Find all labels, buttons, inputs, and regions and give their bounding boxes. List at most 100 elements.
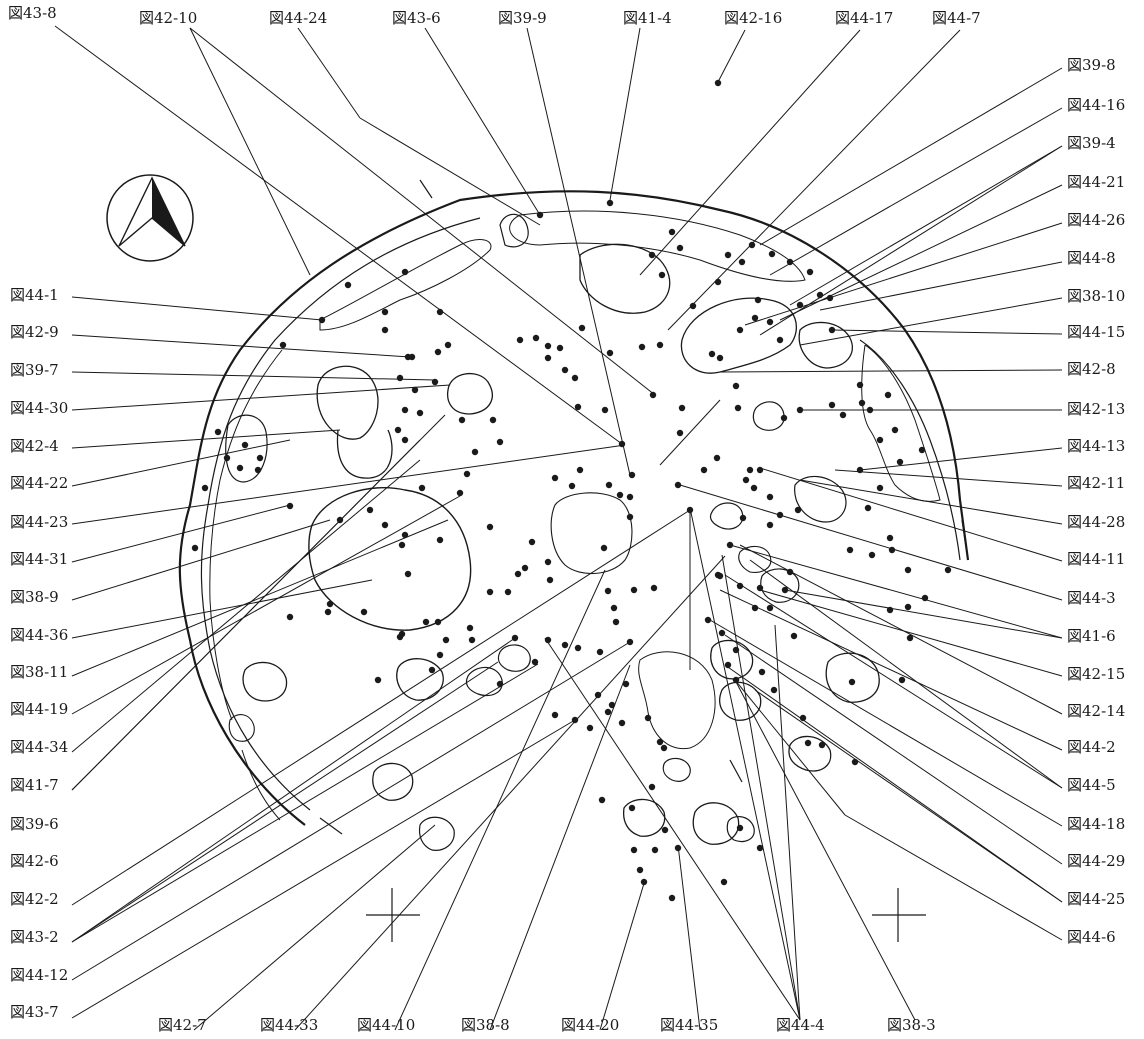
find-point bbox=[256, 454, 264, 462]
leader-line bbox=[819, 261, 1063, 311]
find-point bbox=[858, 399, 866, 407]
leader-line bbox=[724, 574, 1063, 789]
find-point bbox=[561, 641, 569, 649]
find-point bbox=[766, 318, 774, 326]
find-point bbox=[848, 678, 856, 686]
find-point bbox=[904, 603, 912, 611]
leader-line bbox=[679, 484, 1063, 601]
find-point bbox=[574, 403, 582, 411]
find-point bbox=[604, 587, 612, 595]
leader-line bbox=[799, 297, 1063, 346]
label-right-14: 図44-11 bbox=[1067, 550, 1126, 568]
find-point bbox=[851, 758, 859, 766]
find-point bbox=[888, 546, 896, 554]
find-point bbox=[896, 458, 904, 466]
find-point bbox=[628, 804, 636, 812]
find-point bbox=[561, 366, 569, 374]
find-point bbox=[336, 516, 344, 524]
label-left-11: 図38-11 bbox=[10, 663, 69, 681]
find-point bbox=[436, 651, 444, 659]
find-point bbox=[436, 536, 444, 544]
label-top-2: 図42-10 bbox=[139, 9, 198, 27]
leader-line bbox=[749, 559, 1063, 789]
find-point bbox=[360, 608, 368, 616]
find-point bbox=[344, 281, 352, 289]
find-point bbox=[496, 438, 504, 446]
find-point bbox=[780, 414, 788, 422]
leader-line bbox=[71, 661, 499, 943]
find-point bbox=[674, 844, 682, 852]
find-point bbox=[374, 676, 382, 684]
feature-g bbox=[680, 297, 798, 374]
label-left-17: 図42-2 bbox=[10, 890, 59, 908]
find-point bbox=[648, 251, 656, 259]
find-point bbox=[279, 341, 287, 349]
leader-line bbox=[71, 414, 446, 791]
leader-line bbox=[719, 589, 1063, 751]
find-point bbox=[668, 894, 676, 902]
find-point bbox=[768, 250, 776, 258]
find-point bbox=[754, 296, 762, 304]
find-point bbox=[786, 258, 794, 266]
find-point bbox=[786, 568, 794, 576]
label-right-2: 図44-16 bbox=[1067, 96, 1126, 114]
find-point bbox=[622, 680, 630, 688]
find-point bbox=[604, 708, 612, 716]
find-point bbox=[660, 744, 668, 752]
feature-bb bbox=[228, 714, 255, 742]
leader-line bbox=[71, 439, 291, 487]
find-point bbox=[456, 489, 464, 497]
label-left-7: 図44-23 bbox=[10, 513, 69, 531]
find-point bbox=[574, 644, 582, 652]
find-point bbox=[223, 454, 231, 462]
find-point bbox=[906, 634, 914, 642]
find-point bbox=[630, 586, 638, 594]
feature-t bbox=[825, 652, 880, 703]
leader-line bbox=[297, 27, 361, 119]
leader-line bbox=[744, 222, 1063, 326]
find-point bbox=[876, 436, 884, 444]
label-right-17: 図42-15 bbox=[1067, 665, 1126, 683]
find-point bbox=[578, 324, 586, 332]
find-point bbox=[571, 716, 579, 724]
find-point bbox=[466, 624, 474, 632]
find-point bbox=[661, 826, 669, 834]
find-point bbox=[381, 521, 389, 529]
find-point bbox=[732, 382, 740, 390]
feature-o bbox=[465, 666, 503, 697]
label-right-18: 図42-14 bbox=[1067, 702, 1126, 720]
find-point bbox=[531, 658, 539, 666]
leader-line bbox=[71, 296, 323, 321]
find-point bbox=[794, 506, 802, 514]
label-top-8: 図44-17 bbox=[835, 9, 894, 27]
label-left-9: 図38-9 bbox=[10, 588, 59, 606]
find-point bbox=[724, 661, 732, 669]
find-point bbox=[532, 334, 540, 342]
label-right-11: 図44-13 bbox=[1067, 437, 1126, 455]
feature-h bbox=[798, 321, 853, 369]
find-point bbox=[720, 878, 728, 886]
find-point bbox=[608, 701, 616, 709]
find-point bbox=[904, 566, 912, 574]
leader-line bbox=[769, 107, 1063, 276]
find-point bbox=[751, 604, 759, 612]
label-right-23: 図44-25 bbox=[1067, 890, 1126, 908]
feature-x bbox=[622, 798, 666, 837]
find-point bbox=[381, 308, 389, 316]
label-bottom-4: 図38-8 bbox=[461, 1016, 510, 1034]
label-right-19: 図44-2 bbox=[1067, 738, 1116, 756]
leader-line bbox=[734, 679, 846, 816]
find-point bbox=[576, 466, 584, 474]
label-top-5: 図39-9 bbox=[498, 9, 547, 27]
find-point bbox=[404, 570, 412, 578]
find-point bbox=[586, 724, 594, 732]
find-point bbox=[286, 502, 294, 510]
leader-line bbox=[734, 679, 916, 1021]
leader-line bbox=[859, 447, 1063, 471]
label-left-14: 図41-7 bbox=[10, 776, 59, 794]
label-top-7: 図42-16 bbox=[724, 9, 783, 27]
find-point bbox=[544, 354, 552, 362]
find-point bbox=[806, 268, 814, 276]
find-point bbox=[866, 406, 874, 414]
